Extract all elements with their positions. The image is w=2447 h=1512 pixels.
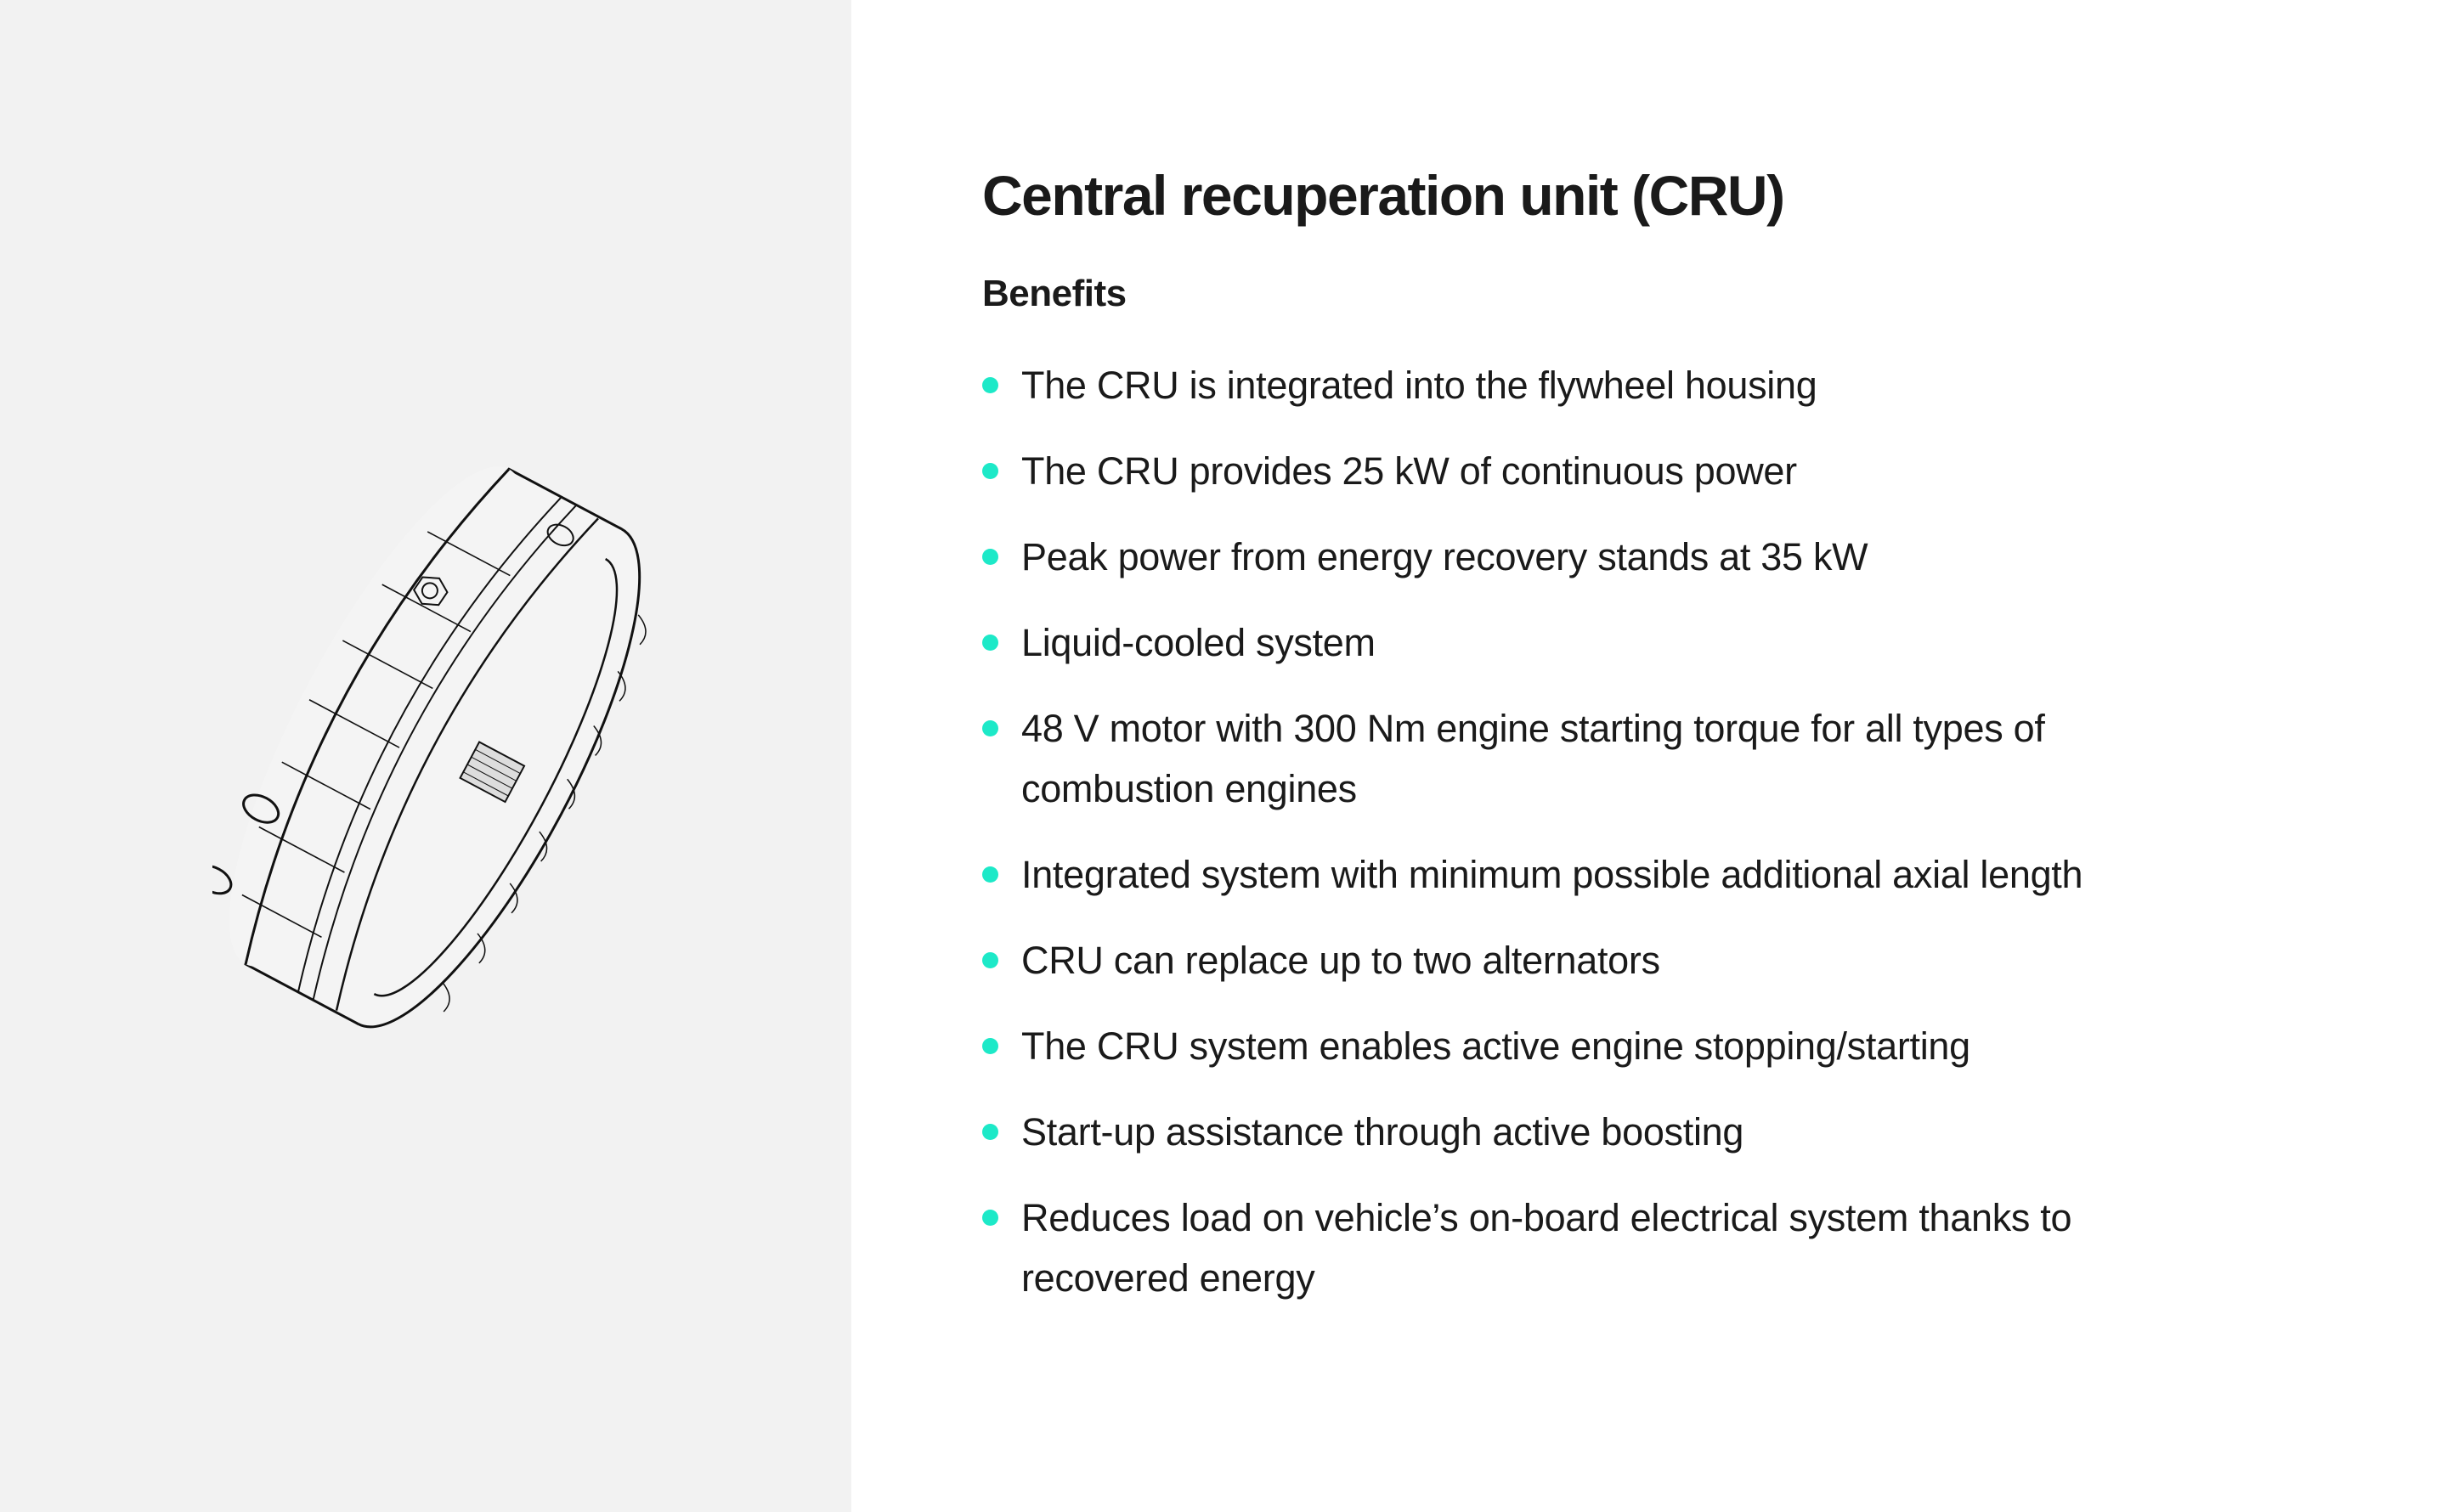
list-item-text: Liquid-cooled system bbox=[1021, 621, 1376, 664]
list-item: Liquid-cooled system bbox=[982, 612, 2211, 673]
list-item: Reduces load on vehicle’s on-board elect… bbox=[982, 1188, 2211, 1308]
list-item-text: 48 V motor with 300 Nm engine starting t… bbox=[1021, 707, 2045, 810]
list-item: The CRU provides 25 kW of continuous pow… bbox=[982, 441, 2211, 501]
bullet-icon bbox=[982, 549, 998, 565]
bullet-icon bbox=[982, 720, 998, 736]
section-heading-benefits: Benefits bbox=[982, 273, 1127, 314]
bullet-icon bbox=[982, 866, 998, 883]
list-item-text: Peak power from energy recovery stands a… bbox=[1021, 535, 1868, 578]
list-item-text: CRU can replace up to two alternators bbox=[1021, 939, 1660, 982]
list-item-text: The CRU is integrated into the flywheel … bbox=[1021, 364, 1817, 407]
list-item-text: Integrated system with minimum possible … bbox=[1021, 853, 2083, 896]
bullet-icon bbox=[982, 952, 998, 968]
bullet-icon bbox=[982, 1210, 998, 1226]
list-item: The CRU system enables active engine sto… bbox=[982, 1016, 2211, 1076]
list-item: CRU can replace up to two alternators bbox=[982, 930, 2211, 990]
bullet-icon bbox=[982, 635, 998, 651]
bullet-icon bbox=[982, 377, 998, 393]
list-item: Start-up assistance through active boost… bbox=[982, 1102, 2211, 1162]
illustration-panel bbox=[0, 0, 851, 1512]
cru-illustration bbox=[212, 466, 647, 1029]
page-title: Central recuperation unit (CRU) bbox=[982, 164, 1785, 227]
benefits-list: The CRU is integrated into the flywheel … bbox=[982, 355, 2240, 1308]
content-panel: Central recuperation unit (CRU) Benefits… bbox=[982, 153, 2240, 1334]
list-item-text: Start-up assistance through active boost… bbox=[1021, 1110, 1744, 1154]
list-item-text: The CRU system enables active engine sto… bbox=[1021, 1024, 1970, 1068]
list-item: Peak power from energy recovery stands a… bbox=[982, 527, 2211, 587]
list-item: The CRU is integrated into the flywheel … bbox=[982, 355, 2211, 415]
list-item: 48 V motor with 300 Nm engine starting t… bbox=[982, 698, 2211, 819]
list-item-text: The CRU provides 25 kW of continuous pow… bbox=[1021, 449, 1797, 493]
bullet-icon bbox=[982, 1124, 998, 1140]
bullet-icon bbox=[982, 1038, 998, 1054]
list-item-text: Reduces load on vehicle’s on-board elect… bbox=[1021, 1196, 2072, 1300]
bullet-icon bbox=[982, 463, 998, 479]
list-item: Integrated system with minimum possible … bbox=[982, 844, 2211, 905]
